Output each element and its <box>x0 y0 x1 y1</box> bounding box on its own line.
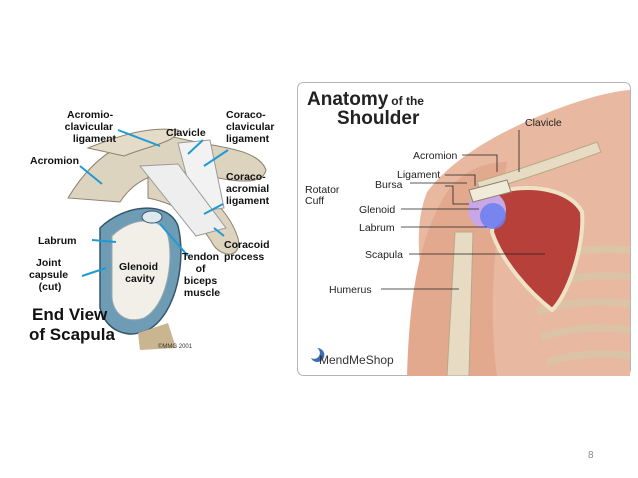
biceps-tendon-label: Tendon of biceps muscle <box>182 251 222 299</box>
left-labels: Acromio- clavicular ligament Clavicle Co… <box>29 109 277 299</box>
clavicle-label: Clavicle <box>166 127 206 139</box>
brand-logo: MendMeShop <box>311 347 394 367</box>
scapula-end-view-diagram: Acromio- clavicular ligament Clavicle Co… <box>28 108 278 353</box>
end-view-title: End View of Scapula <box>29 305 116 344</box>
ligament-label: Ligament <box>397 169 440 181</box>
acromion-label: Acromion <box>30 155 79 167</box>
glenoid-label: Glenoid <box>359 204 395 216</box>
acromion-label-right: Acromion <box>413 150 458 162</box>
joint-capsule-label: Joint capsule (cut) <box>29 257 71 293</box>
humerus-label: Humerus <box>329 284 372 296</box>
slide-number: 8 <box>588 450 594 461</box>
labrum-label-right: Labrum <box>359 222 395 234</box>
labrum-label: Labrum <box>38 235 77 247</box>
clavicle-label-right: Clavicle <box>525 117 562 129</box>
rotator-cuff-label: Rotator Cuff <box>305 184 342 207</box>
scapula-label: Scapula <box>365 249 403 261</box>
acromioclavicular-ligament-label: Acromio- clavicular ligament <box>65 109 117 145</box>
copyright-text: ©MMG 2001 <box>158 343 193 350</box>
brand-name: MendMeShop <box>319 353 394 367</box>
right-labels: Clavicle Acromion Ligament Rotator Cuff … <box>305 117 562 296</box>
coracoclavicular-ligament-label: Coraco- clavicular ligament <box>226 109 277 145</box>
glenoid-cavity-label: Glenoid cavity <box>119 261 161 285</box>
shoulder-title: Shoulder <box>337 108 420 129</box>
coracoacromial-ligament-label: Coraco- acromial ligament <box>226 171 272 207</box>
coracoid-process-label: Coracoid process <box>224 239 272 263</box>
bursa-label: Bursa <box>375 179 403 191</box>
crescent-logo-icon <box>311 347 325 362</box>
